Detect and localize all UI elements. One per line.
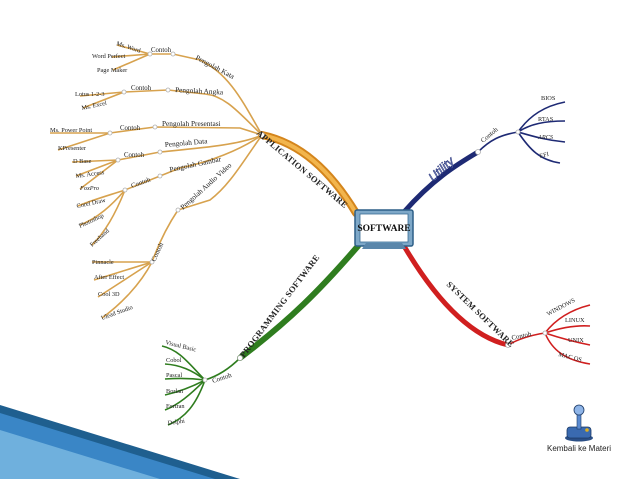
leaf-ms-excel: Ms. Excel — [81, 100, 108, 112]
leaf-mac-os: MAC OS — [558, 351, 583, 364]
leaf-corel-draw: Corel Draw — [76, 197, 107, 210]
contoh-gambar: Contoh — [130, 176, 152, 190]
leaf-photoshop: Photoshop — [78, 212, 105, 230]
leaf-linux: LINUX — [565, 317, 585, 324]
leaf-lotus: Lotus 1-2-3 — [75, 91, 105, 98]
leaf-freehand: Freehand — [89, 227, 112, 248]
leaf-cool-3d: Cool 3D — [98, 291, 120, 298]
leaf-bios: BIOS — [541, 95, 556, 102]
leaf-cobol: Cobol — [166, 357, 182, 364]
leaf-ms-access: Ms. Access — [75, 169, 105, 180]
leaf-unix: UNIX — [568, 337, 584, 344]
contoh-system: Contoh — [511, 331, 533, 342]
central-node: SOFTWARE — [354, 209, 414, 249]
leaf-efi: EFI — [539, 151, 550, 160]
leaf-page-maker: Page Maker — [97, 67, 128, 74]
leaf-ms-power-point: Ms. Power Point — [50, 127, 92, 134]
contoh-programming: Contoh — [211, 372, 233, 385]
programming-software-label: PROGRAMMING SOFTWARE — [238, 252, 322, 359]
back-to-materi-label: Kembali ke Materi — [546, 444, 612, 453]
leaf-arcs: ARCS — [537, 134, 554, 141]
back-to-materi-button[interactable]: Kembali ke Materi — [540, 403, 618, 458]
central-node-label: SOFTWARE — [357, 224, 410, 234]
leaf-word-perfect: Word Perfect — [92, 53, 125, 60]
application-software-label: APPLICATION SOFTWARE — [255, 128, 350, 210]
leaf-fortran: Fortran — [166, 403, 185, 410]
leaf-windows: WINDOWS — [546, 297, 577, 318]
group-label-pengolah-gambar: Pengolah Gambar — [169, 154, 223, 174]
system-subbranches — [507, 304, 591, 365]
utility-subbranches — [477, 101, 566, 164]
joystick-icon — [565, 404, 593, 442]
application-subbranches — [50, 44, 263, 319]
group-label-pengolah-data: Pengolah Data — [164, 136, 208, 149]
branch-programming — [237, 243, 361, 361]
contoh-data: Contoh — [124, 152, 145, 159]
programming-subbranches — [161, 345, 241, 426]
main-branches — [237, 131, 511, 361]
leaf-visual-basic: Visual Basic — [165, 339, 198, 353]
group-label-pengolah-kata: Pengolah Kata — [194, 53, 237, 81]
group-label-pengolah-presentasi: Pengolah Presentasi — [162, 119, 221, 128]
branch-system — [401, 243, 511, 348]
leaf-rtas: RTAS — [538, 116, 554, 123]
leaf-after-effect: After Effect — [94, 274, 124, 281]
branch-utility — [401, 149, 481, 215]
contoh-kata: Contoh — [151, 47, 172, 54]
contoh-presentasi: Contoh — [120, 125, 141, 132]
group-label-pengolah-angka: Pengolah Angka — [175, 85, 224, 97]
leaf-d-base: D Base — [73, 158, 92, 165]
contoh-audio: Contoh — [150, 241, 165, 263]
contoh-angka: Contoh — [131, 85, 152, 92]
leaf-pascal: Pascal — [166, 372, 182, 379]
leaf-foxpro: FoxPro — [79, 185, 99, 192]
leaf-pinnacle: Pinnacle — [92, 259, 114, 266]
slide-decoration — [0, 405, 240, 479]
junction-nodes — [107, 51, 548, 383]
leaf-borlan: Borlan — [166, 388, 184, 395]
leaf-kpresenter: KPresenter — [58, 145, 87, 152]
leaf-delphi: Delphi — [167, 418, 185, 427]
